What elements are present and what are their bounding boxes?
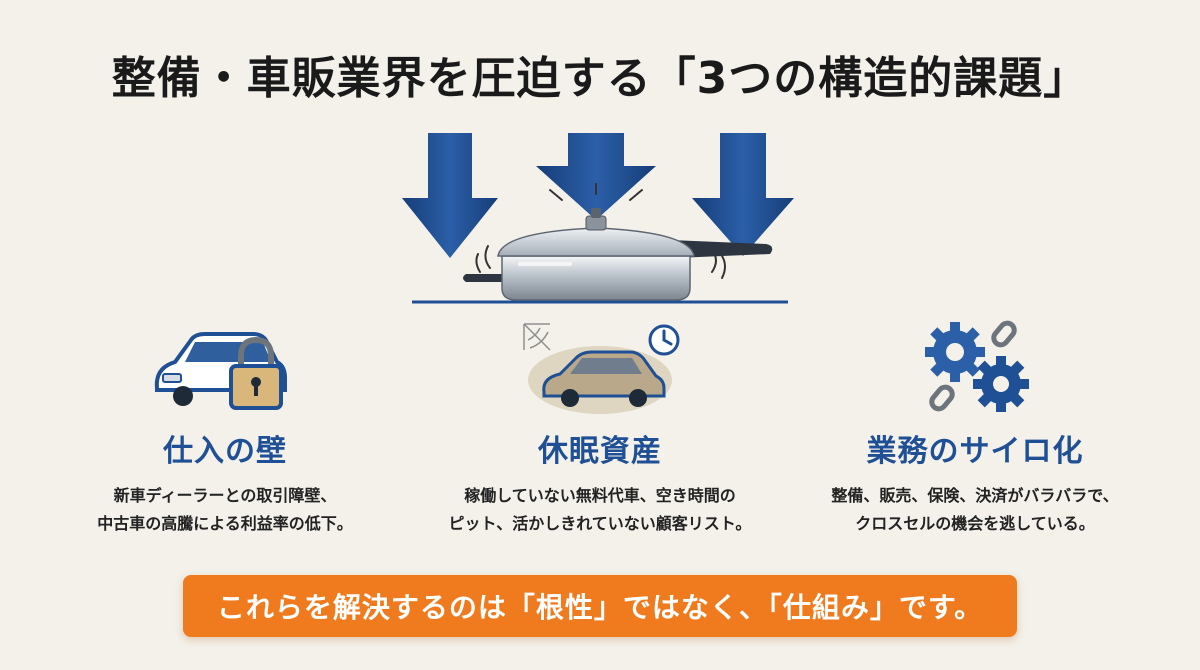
down-arrow-left-icon <box>402 133 498 258</box>
issue-silo: 業務のサイロ化 整備、販売、保険、決済がバラバラで、 クロスセルの機会を逃してい… <box>795 318 1155 538</box>
page-title: 整備・車販業界を圧迫する「3つの構造的課題」 <box>111 53 1089 104</box>
issue-procurement: 仕入の壁 新車ディーラーとの取引障壁、 中古車の高騰による利益率の低下。 <box>45 318 405 538</box>
pressure-cooker-illustration <box>402 133 794 304</box>
down-arrow-right-icon <box>692 133 794 256</box>
issue-description: 稼働していない無料代車、空き時間の ピット、活かしきれていない顧客リスト。 <box>448 486 752 533</box>
down-arrow-center-icon <box>536 133 656 220</box>
car-lock-icon <box>154 332 287 410</box>
issue-dormant-assets: 休眠資産 稼働していない無料代車、空き時間の ピット、活かしきれていない顧客リス… <box>420 318 780 538</box>
conclusion-banner: これらを解決するのは「根性」ではなく、「仕組み」です。 <box>183 575 1017 637</box>
dusty-car-clock-icon <box>523 323 680 414</box>
issue-heading: 仕入の壁 <box>163 434 287 469</box>
issue-description: 新車ディーラーとの取引障壁、 中古車の高騰による利益率の低下。 <box>97 486 353 533</box>
gears-broken-chain-icon <box>925 320 1029 412</box>
issue-description: 整備、販売、保険、決済がバラバラで、 クロスセルの機会を逃している。 <box>831 486 1119 533</box>
issue-heading: 業務のサイロ化 <box>866 434 1084 469</box>
issue-heading: 休眠資産 <box>538 434 662 469</box>
